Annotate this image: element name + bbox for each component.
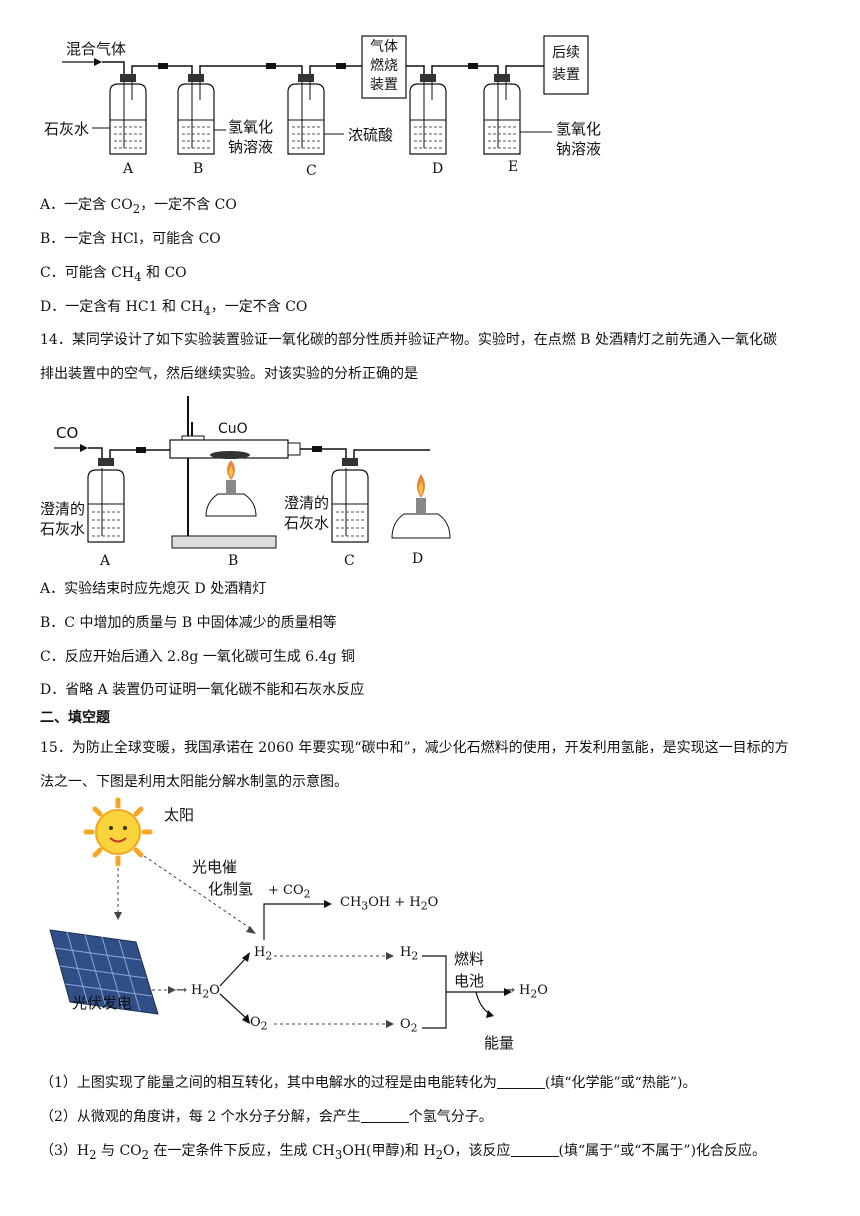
q14-option-d: D．省略 A 装置仍可证明一氧化碳不能和石灰水反应 bbox=[40, 682, 365, 698]
clear-limewater-a-2: 石灰水 bbox=[40, 520, 86, 538]
fuel-cell-label-1: 燃料 bbox=[454, 950, 485, 968]
conc-h2so4-label: 浓硫酸 bbox=[348, 126, 394, 144]
clear-limewater-c-2: 石灰水 bbox=[284, 514, 330, 532]
naoh-e-label-2: 钠溶液 bbox=[556, 140, 602, 158]
mixed-gas-label: 混合气体 bbox=[66, 40, 127, 58]
bottle-c bbox=[287, 74, 325, 155]
q15-sub3: （3）H2 与 CO2 在一定条件下反应，生成 CH3OH(甲醇)和 H2O，该… bbox=[40, 1142, 767, 1162]
sun-label: 太阳 bbox=[164, 806, 195, 824]
follow-label-2: 装置 bbox=[552, 67, 580, 83]
q14-stem-line-2: 排出装置中的空气，然后继续实验。对该实验的分析正确的是 bbox=[40, 366, 418, 382]
solar-panel-icon bbox=[49, 929, 159, 1015]
q13-option-d: D．一定含有 HC1 和 CH4，一定不含 CO bbox=[40, 299, 308, 318]
energy-label: 能量 bbox=[484, 1034, 515, 1052]
naoh-b-label-1: 氢氧化 bbox=[228, 118, 274, 136]
q13-option-b: B．一定含 HCl，可能含 CO bbox=[40, 231, 221, 247]
co-apparatus-figure bbox=[54, 396, 451, 549]
gas-apparatus-figure bbox=[62, 35, 589, 155]
answer-blank-3[interactable] bbox=[510, 1142, 559, 1157]
q14-option-c: C．反应开始后通入 2.8g 一氧化碳可生成 6.4g 铜 bbox=[40, 649, 355, 665]
burner-label-3: 装置 bbox=[370, 77, 398, 93]
bottle-e bbox=[483, 74, 521, 155]
bottle-d bbox=[409, 74, 447, 155]
q15-stem-line-2: 法之一、下图是利用太阳能分解水制氢的示意图。 bbox=[40, 774, 348, 790]
h2-left-label: H2 bbox=[254, 945, 273, 963]
pv-label: 光伏发电 bbox=[72, 994, 133, 1012]
bottle-label-c: C bbox=[306, 163, 317, 179]
bottle-b bbox=[177, 74, 215, 155]
q14-option-a: A．实验结束时应先熄灭 D 处酒精灯 bbox=[40, 581, 267, 597]
q14-option-b: B．C 中增加的质量与 B 中固体减少的质量相等 bbox=[40, 615, 337, 631]
bottle-label-b: B bbox=[193, 161, 204, 177]
clear-limewater-c-1: 澄清的 bbox=[284, 494, 330, 512]
sun-icon bbox=[83, 797, 153, 867]
section-heading: 二、填空题 bbox=[40, 710, 110, 726]
photocatalysis-label-2: 化制氢 bbox=[208, 880, 254, 898]
limewater-label: 石灰水 bbox=[44, 120, 90, 138]
burner-box bbox=[361, 35, 407, 99]
follow-box bbox=[543, 35, 589, 95]
answer-blank-1[interactable] bbox=[496, 1074, 545, 1089]
q15-sub2: （2）从微观的角度讲，每 2 个水分子分解，会产生个氢气分子。 bbox=[40, 1108, 493, 1125]
q15-sub1: （1）上图实现了能量之间的相互转化，其中电解水的过程是由电能转化为(填“化学能”… bbox=[40, 1074, 697, 1091]
h2o-left-label: → H2O bbox=[176, 983, 220, 1001]
app-label-a: A bbox=[100, 553, 111, 569]
solar-hydrogen-figure bbox=[49, 797, 512, 1029]
q15-stem-line-1: 15．为防止全球变暖，我国承诺在 2060 年要实现“碳中和”，减少化石燃料的使… bbox=[40, 740, 789, 756]
naoh-e-label-1: 氢氧化 bbox=[556, 120, 602, 138]
q13-option-c: C．可能含 CH4 和 CO bbox=[40, 265, 187, 284]
bottle-label-e: E bbox=[508, 159, 519, 175]
naoh-b-label-2: 钠溶液 bbox=[228, 138, 274, 156]
bottle-label-d: D bbox=[432, 161, 444, 177]
ch3oh-product-label: CH3OH + H2O bbox=[340, 895, 439, 913]
cuo-label: CuO bbox=[218, 421, 248, 437]
app-label-c: C bbox=[344, 553, 355, 569]
plus-co2-label: + CO2 bbox=[268, 883, 311, 901]
photocatalysis-label-1: 光电催 bbox=[192, 858, 238, 876]
burner-label-2: 燃烧 bbox=[370, 58, 398, 74]
o2-left-label: O2 bbox=[250, 1015, 268, 1033]
bottle-a bbox=[109, 74, 147, 155]
app-label-d: D bbox=[412, 551, 424, 567]
fuel-cell-label-2: 电池 bbox=[454, 972, 485, 990]
q14-stem-line-1: 14．某同学设计了如下实验装置验证一氧化碳的部分性质并验证产物。实验时，在点燃 … bbox=[40, 332, 777, 348]
clear-limewater-a-1: 澄清的 bbox=[40, 500, 86, 518]
co-inlet-label: CO bbox=[56, 424, 79, 442]
h2o-right-label: → H2O bbox=[504, 983, 548, 1001]
q13-option-a: A．一定含 CO2，一定不含 CO bbox=[40, 197, 237, 216]
app-label-b: B bbox=[228, 553, 239, 569]
o2-right-label: O2 bbox=[400, 1017, 418, 1035]
follow-label-1: 后续 bbox=[552, 45, 580, 61]
answer-blank-2[interactable] bbox=[360, 1108, 409, 1123]
bottle-label-a: A bbox=[123, 161, 134, 177]
burner-label-1: 气体 bbox=[370, 39, 398, 55]
h2-right-label: H2 bbox=[400, 945, 419, 963]
